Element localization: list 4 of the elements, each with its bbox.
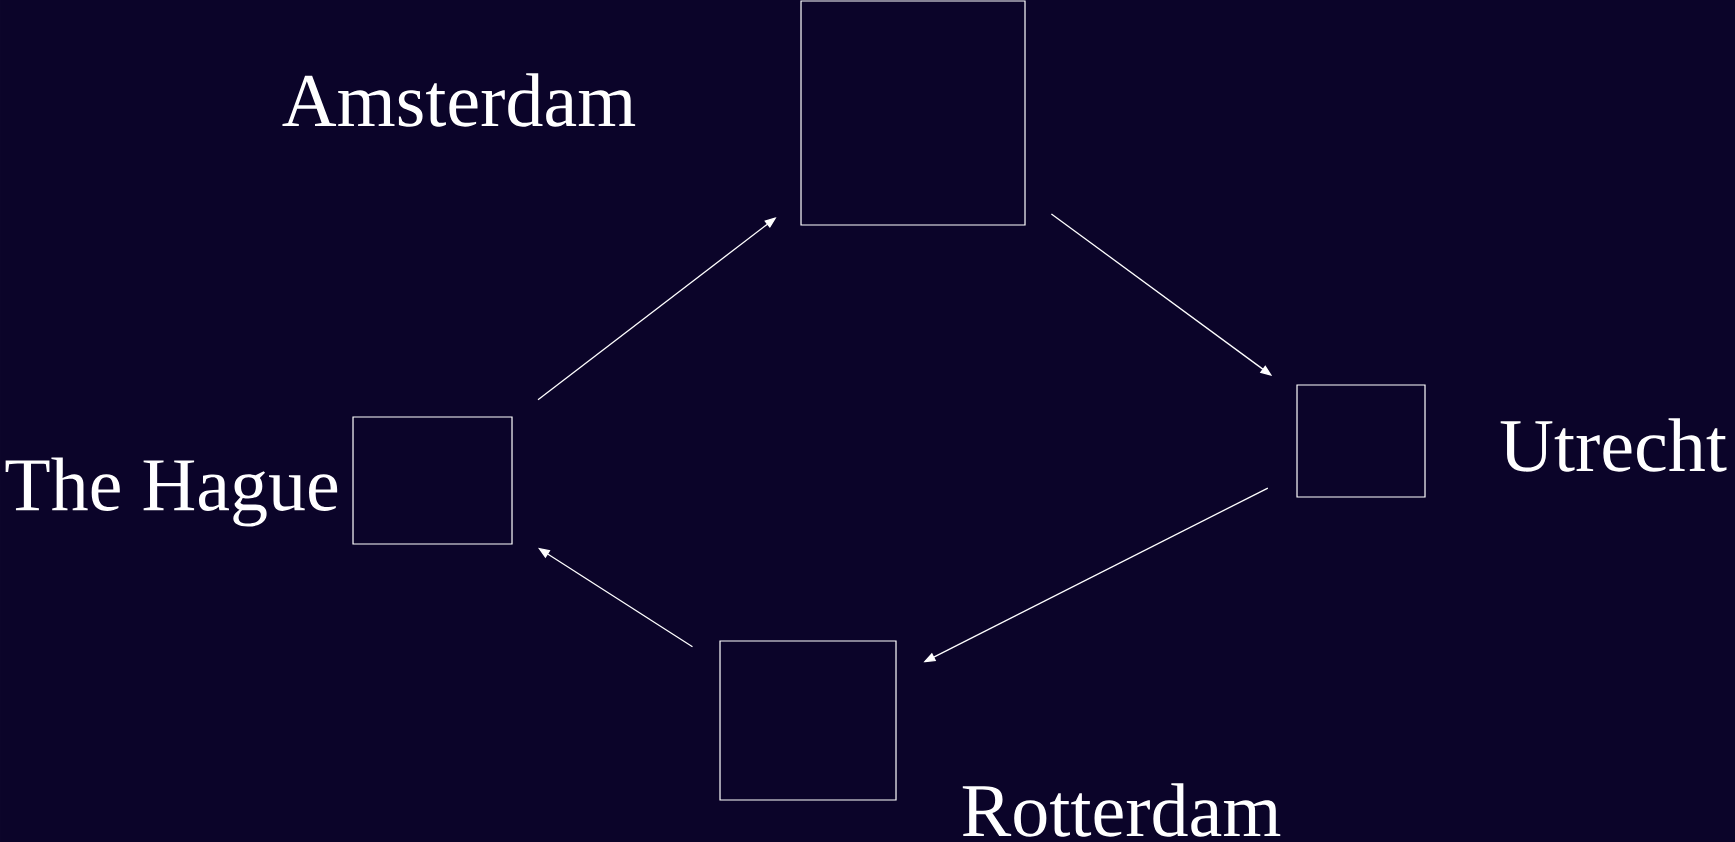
city-name: Amsterdam [282, 73, 636, 127]
city-name: Utrecht [1500, 418, 1727, 472]
city-name: The Hague [5, 457, 338, 527]
city-name: Rotterdam [962, 783, 1281, 837]
